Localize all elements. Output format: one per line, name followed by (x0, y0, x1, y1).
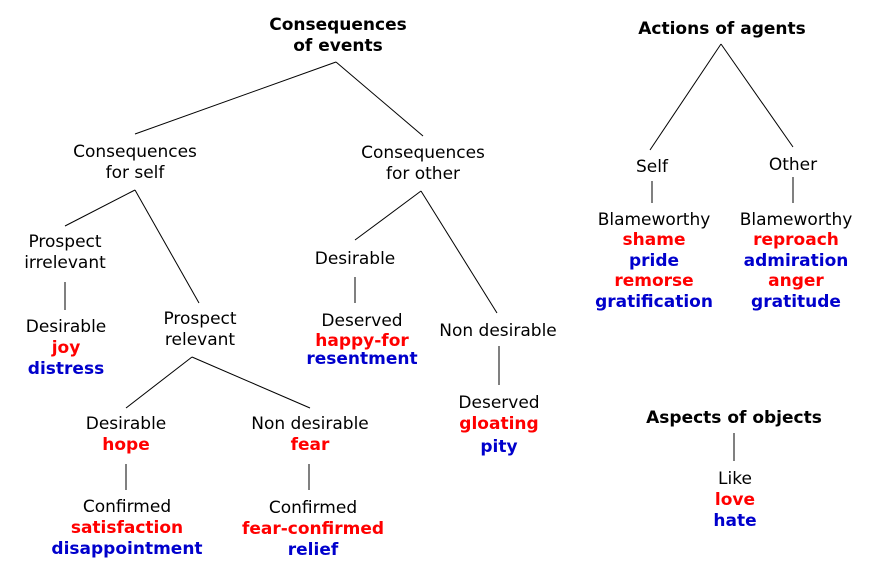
other-blameworthy-node: Blameworthy reproach admiration anger gr… (740, 210, 853, 314)
happy-for-emotion: happy-for (315, 331, 409, 351)
agents-self-label: Self (636, 157, 668, 177)
anger-emotion: anger (768, 271, 824, 291)
disappointment-emotion: disappointment (51, 539, 203, 559)
fear-node: Non desirable fear (251, 414, 369, 456)
edge-other-to-desirable (354, 190, 422, 241)
prospect-irrelevant-line1: Prospect (28, 232, 102, 252)
hope-node: Desirable hope (86, 414, 167, 456)
other-blameworthy-label: Blameworthy (739, 210, 853, 230)
gloating-emotion: gloating (459, 414, 539, 434)
resentment-emotion: resentment (306, 349, 418, 369)
confirmed-fear-label: Confirmed (268, 498, 358, 518)
prospect-relevant-label: Prospect relevant (163, 309, 236, 351)
for-other-label: Consequences for other (361, 143, 485, 185)
edge-other-to-nondesirable (420, 190, 498, 314)
prospect-relevant-line2: relevant (164, 330, 236, 350)
prospect-irrelevant-label: Prospect irrelevant (24, 232, 106, 274)
distress-emotion: distress (27, 359, 105, 379)
events-root-label: Consequences of events (269, 15, 407, 57)
relief-emotion: relief (287, 540, 339, 560)
edge-self-to-irrelevant (64, 189, 136, 227)
edge-events-to-other (335, 61, 424, 137)
for-self-label: Consequences for self (73, 142, 197, 184)
for-self-line2: for self (105, 163, 165, 183)
non-desirable-fear-label: Non desirable (251, 414, 369, 434)
edge-agents-to-self (649, 43, 722, 151)
other-non-desirable-label: Non desirable (439, 321, 557, 341)
edge-relevant-to-desirable (125, 356, 193, 409)
gratitude-emotion: gratitude (751, 292, 841, 312)
confirmed-fear-node: Confirmed fear-confirmed relief (242, 498, 384, 561)
confirmed-hope-node: Confirmed satisfaction disappointment (51, 497, 202, 560)
reproach-emotion: reproach (753, 230, 839, 250)
prospect-relevant-line1: Prospect (163, 309, 237, 329)
fear-emotion: fear (290, 435, 330, 455)
prospect-irrelevant-line2: irrelevant (24, 253, 106, 273)
confirmed-hope-label: Confirmed (82, 497, 172, 517)
deserved-desirable-node: Deserved happy-for resentment (306, 311, 417, 368)
satisfaction-emotion: satisfaction (70, 518, 184, 538)
agents-other-label: Other (768, 155, 818, 175)
remorse-emotion: remorse (614, 271, 694, 291)
for-other-line1: Consequences (361, 143, 485, 163)
desirable-hope-label: Desirable (85, 414, 167, 434)
self-desirable-node: Desirable joy distress (26, 317, 107, 380)
hate-emotion: hate (713, 511, 757, 531)
deserved-desirable-label: Deserved (321, 311, 403, 331)
other-desirable-label: Desirable (314, 249, 396, 269)
pity-emotion: pity (480, 437, 518, 457)
events-root-line2: of events (293, 36, 383, 56)
agents-root-label: Actions of agents (638, 19, 806, 39)
like-node: Like love hate (713, 469, 756, 532)
edge-self-to-relevant (134, 189, 200, 304)
edge-relevant-to-nondesirable (191, 356, 311, 409)
joy-emotion: joy (51, 338, 81, 358)
love-emotion: love (714, 490, 756, 510)
admiration-emotion: admiration (743, 251, 849, 271)
pride-emotion: pride (628, 251, 680, 271)
self-desirable-label: Desirable (25, 317, 107, 337)
deserved-non-desirable-label: Deserved (458, 393, 540, 413)
edge-events-to-self (134, 61, 337, 135)
hope-emotion: hope (102, 435, 150, 455)
objects-root-label: Aspects of objects (646, 408, 822, 428)
self-blameworthy-label: Blameworthy (597, 210, 711, 230)
self-blameworthy-node: Blameworthy shame pride remorse gratific… (595, 210, 713, 314)
for-other-line2: for other (385, 164, 461, 184)
like-label: Like (718, 469, 752, 489)
deserved-non-desirable-node: Deserved gloating pity (458, 393, 539, 458)
for-self-line1: Consequences (73, 142, 197, 162)
gratification-emotion: gratification (595, 292, 713, 312)
shame-emotion: shame (622, 230, 686, 250)
fear-confirmed-emotion: fear-confirmed (241, 519, 385, 539)
edge-agents-to-other (720, 43, 794, 148)
events-root-line1: Consequences (269, 15, 407, 35)
